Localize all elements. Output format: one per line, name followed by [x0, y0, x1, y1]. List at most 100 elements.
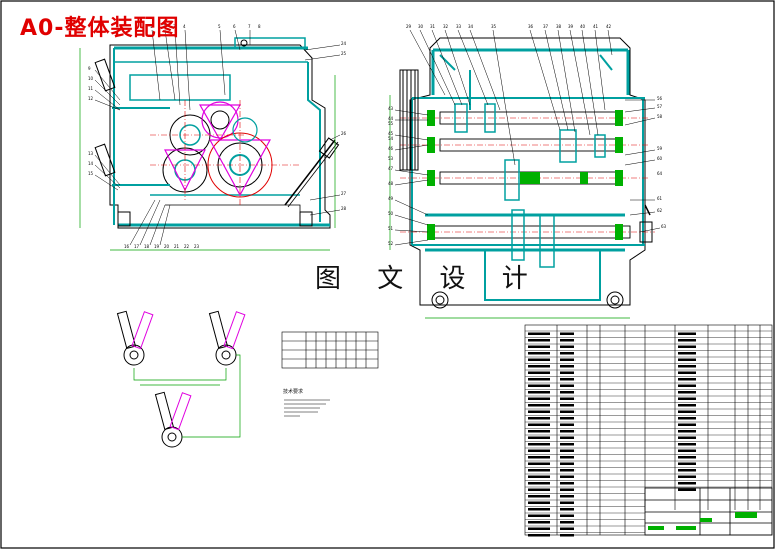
parts-list-entry-mark	[678, 352, 696, 355]
right-side-balloon: 49	[388, 196, 394, 201]
parts-list-entry-mark	[528, 469, 550, 472]
parts-list-entry-mark	[560, 462, 574, 465]
right-right-balloon: 59	[657, 146, 663, 151]
parts-list-entry-mark	[678, 404, 696, 407]
parts-list-entry-mark	[560, 456, 574, 459]
right-top-balloon: 40	[580, 24, 586, 29]
right-side-balloon: 47	[388, 166, 394, 171]
parts-list-entry-mark	[560, 521, 574, 524]
parts-list-entry-mark	[528, 514, 550, 517]
left-side-balloon: 13	[88, 151, 94, 156]
right-side-balloon: 43	[388, 106, 394, 111]
right-side-balloon: 48	[388, 181, 394, 186]
parts-list-entry-mark	[528, 423, 550, 426]
title-block	[644, 487, 773, 536]
parts-list-entry-mark	[560, 358, 574, 361]
left-side-balloon: 15	[88, 171, 94, 176]
parts-list-entry-mark	[560, 332, 574, 335]
parts-list-entry-mark	[560, 365, 574, 368]
parts-list-entry-mark	[528, 534, 550, 537]
left-side-balloon: 11	[88, 86, 94, 91]
parts-list-entry-mark	[678, 410, 696, 413]
parts-list-entry-mark	[678, 482, 696, 485]
left-bottom-balloon: 18	[144, 244, 150, 249]
parts-list-entry-mark	[528, 378, 550, 381]
parts-list-entry-mark	[560, 397, 574, 400]
parts-list-entry-mark	[528, 352, 550, 355]
right-section-view	[389, 29, 661, 319]
left-top-balloon: 2	[163, 24, 166, 29]
parts-list-entry-mark	[560, 501, 574, 504]
parts-list-entry-mark	[678, 436, 696, 439]
right-right-balloon: 57	[657, 104, 663, 109]
parts-list-entry-mark	[560, 404, 574, 407]
left-bottom-balloon: 16	[124, 244, 130, 249]
parts-list-entry-mark	[528, 449, 550, 452]
parts-list-entry-mark	[528, 456, 550, 459]
handle-position-diagram	[116, 310, 246, 448]
left-top-balloon: 7	[248, 24, 251, 29]
right-side-balloon: 51	[388, 226, 394, 231]
parts-list-entry-mark	[678, 417, 696, 420]
right-top-balloon: 33	[456, 24, 462, 29]
parts-list-entry-mark	[560, 436, 574, 439]
right-top-balloon: 41	[593, 24, 599, 29]
right-side-balloon: 55	[388, 121, 394, 126]
parts-list-entry-mark	[528, 443, 550, 446]
left-top-balloon: 5	[218, 24, 221, 29]
parts-list-entry-mark	[678, 488, 696, 491]
parts-list-entry-mark	[560, 430, 574, 433]
right-side-balloon: 53	[388, 156, 394, 161]
parts-list-entry-mark	[528, 482, 550, 485]
drawing-title: A0-整体装配图	[20, 16, 180, 41]
parts-list-entry-mark	[560, 514, 574, 517]
right-top-balloon: 34	[468, 24, 474, 29]
parts-list-entry-mark	[560, 495, 574, 498]
parts-list-entry-mark	[528, 391, 550, 394]
right-top-balloon: 31	[430, 24, 436, 29]
parts-list-entry-mark	[528, 339, 550, 342]
left-side-balloon: 9	[88, 66, 91, 71]
right-top-balloon: 37	[543, 24, 549, 29]
parts-list-entry-mark	[528, 345, 550, 348]
parts-list-entry-mark	[528, 521, 550, 524]
parts-list-entry-mark	[528, 365, 550, 368]
parts-list-entry-mark	[678, 332, 696, 335]
parts-list-entry-mark	[528, 332, 550, 335]
left-bottom-balloon: 20	[164, 244, 170, 249]
right-top-balloon: 36	[528, 24, 534, 29]
parts-list-entry-mark	[528, 371, 550, 374]
parts-list-entry-mark	[560, 449, 574, 452]
right-side-balloon: 54	[388, 136, 394, 141]
parts-list-entry-mark	[678, 391, 696, 394]
right-right-balloon: 61	[657, 196, 663, 201]
parts-list-entry-mark	[678, 371, 696, 374]
parts-list-entry-mark	[560, 475, 574, 478]
left-top-balloon: 6	[233, 24, 236, 29]
right-top-balloon: 38	[556, 24, 562, 29]
parts-list-entry-mark	[528, 475, 550, 478]
parts-list-entry-mark	[528, 358, 550, 361]
parts-list-entry-mark	[560, 443, 574, 446]
left-top-balloon: 1	[150, 24, 153, 29]
left-right-balloon: 25	[341, 51, 347, 56]
parts-list-entry-mark	[678, 339, 696, 342]
parts-list-entry-mark	[560, 469, 574, 472]
crank-handle-icon	[116, 310, 154, 366]
parts-list-entry-mark	[528, 508, 550, 511]
right-side-balloon: 52	[388, 241, 394, 246]
left-top-balloon: 3	[173, 24, 176, 29]
right-right-balloon: 60	[657, 156, 663, 161]
crank-handle-icon	[208, 310, 246, 366]
right-top-balloon: 35	[491, 24, 497, 29]
parts-list-entry-mark	[560, 508, 574, 511]
parts-list-entry-mark	[528, 417, 550, 420]
parts-list-entry-mark	[528, 410, 550, 413]
parts-list-entry-mark	[678, 358, 696, 361]
left-bottom-balloon: 17	[134, 244, 140, 249]
parts-list-entry-mark	[528, 495, 550, 498]
left-right-balloon: 26	[341, 131, 347, 136]
parts-list-entry-mark	[678, 397, 696, 400]
parts-list-entry-mark	[678, 384, 696, 387]
